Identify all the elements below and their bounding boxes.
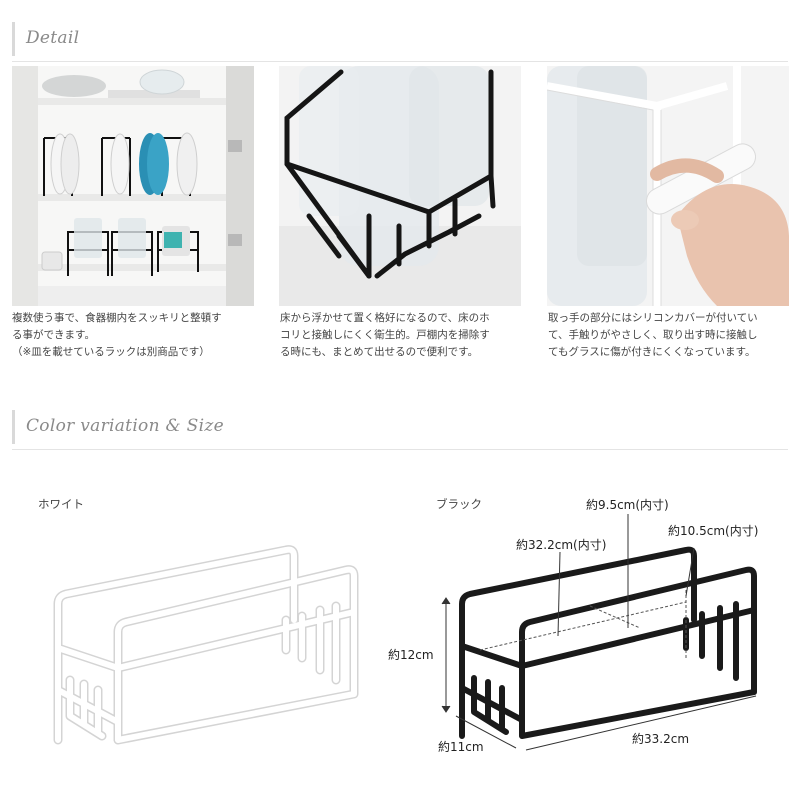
caption-line: 取っ手の部分にはシリコンカバーが付いてい: [548, 312, 758, 324]
caption-line: る時にも、まとめて出せるので便利です。: [280, 346, 479, 358]
color-size-title: Color variation & Size: [26, 416, 224, 436]
header-accent-bar: [12, 22, 15, 56]
caption-closeup: 床から浮かせて置く格好になるので、床のホ コリと接触しにくく衛生的。戸棚内を掃除…: [280, 310, 526, 361]
white-rack-illustration: [40, 540, 370, 750]
caption-line: て、手触りがやさしく、取り出す時に接触し: [548, 329, 758, 341]
detail-photo-cupboard: [12, 66, 254, 306]
dim-inner-height: 約10.5cm(内寸): [668, 524, 759, 538]
black-rack-illustration: [440, 540, 770, 750]
caption-line: コリと接触しにくく衛生的。戸棚内を掃除す: [280, 329, 490, 341]
caption-line: てもグラスに傷が付きにくくなっています。: [548, 346, 756, 358]
detail-title: Detail: [26, 28, 80, 48]
caption-line: 床から浮かせて置く格好になるので、床のホ: [280, 312, 490, 324]
caption-line: （※皿を載せているラックは別商品です）: [12, 346, 210, 358]
header-divider: [12, 61, 788, 62]
dim-height: 約12cm: [388, 648, 434, 662]
caption-cupboard: 複数使う事で、食器棚内をスッキリと整頓す る事ができます。 （※皿を載せているラ…: [12, 310, 258, 361]
color-size-section-header: Color variation & Size: [12, 410, 788, 450]
white-color-label: ホワイト: [38, 497, 84, 511]
dim-width: 約33.2cm: [632, 732, 690, 746]
detail-photo-handle: [547, 66, 789, 306]
dim-inner-depth: 約9.5cm(内寸): [586, 498, 669, 512]
dim-inner-width: 約32.2cm(内寸): [516, 538, 607, 552]
dim-depth: 約11cm: [438, 740, 484, 754]
caption-handle: 取っ手の部分にはシリコンカバーが付いてい て、手触りがやさしく、取り出す時に接触…: [548, 310, 794, 361]
caption-line: る事ができます。: [12, 329, 95, 341]
caption-line: 複数使う事で、食器棚内をスッキリと整頓す: [12, 312, 222, 324]
detail-photo-closeup: [279, 66, 521, 306]
detail-section-header: Detail: [12, 22, 788, 62]
header-divider: [12, 449, 788, 450]
header-accent-bar: [12, 410, 15, 444]
black-color-label: ブラック: [436, 497, 482, 511]
